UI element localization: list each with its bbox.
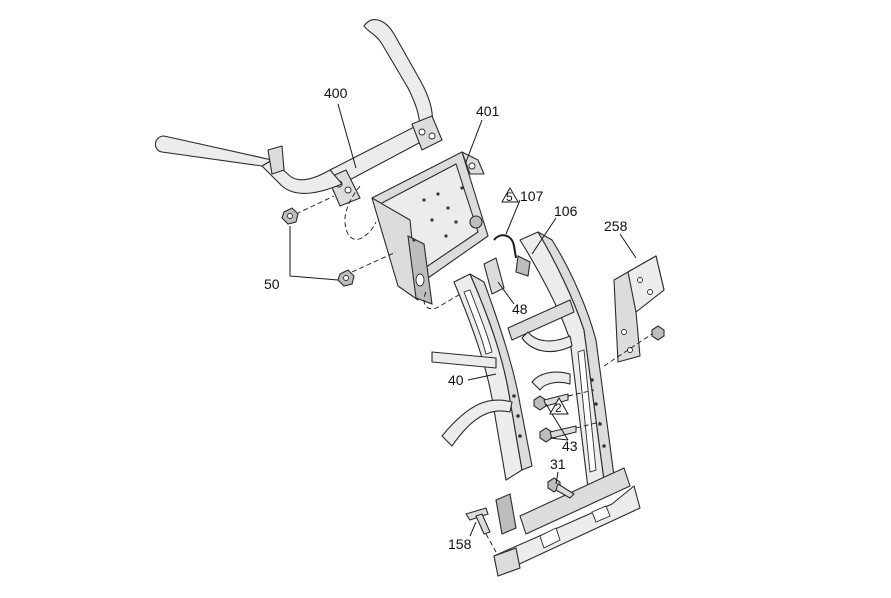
- assembly-line: [295, 195, 335, 215]
- callout-2: 2: [555, 401, 562, 415]
- nut-part: [651, 325, 665, 341]
- assembly-line: [344, 185, 377, 240]
- console-plate-part: [371, 151, 489, 305]
- bolt-part: [547, 477, 575, 499]
- callout-401: 401: [476, 103, 500, 119]
- callout-48: 48: [512, 301, 528, 317]
- callout-40: 40: [448, 372, 464, 388]
- callout-5: 5: [506, 190, 513, 204]
- bracket-loop-part: [521, 331, 573, 353]
- assembly-line: [567, 389, 595, 397]
- main-frame-part: [453, 231, 641, 577]
- callout-106: 106: [554, 203, 578, 219]
- rod-part: [431, 351, 497, 369]
- bolt-part: [281, 207, 355, 287]
- callout-50: 50: [264, 276, 280, 292]
- callout-43: 43: [562, 438, 578, 454]
- rod-part: [441, 399, 513, 447]
- callout-400: 400: [324, 85, 348, 101]
- callout-158: 158: [448, 536, 472, 552]
- bracket-loop-part: [531, 371, 571, 391]
- pad-part: [465, 493, 517, 535]
- handlebar-part: [154, 19, 443, 207]
- callout-31: 31: [550, 456, 566, 472]
- assembly-line: [351, 251, 397, 273]
- warning-triangle: [501, 186, 519, 203]
- assembly-line: [603, 333, 653, 367]
- callout-258: 258: [604, 218, 628, 234]
- leader-lines: [289, 103, 637, 537]
- assembly-line: [485, 533, 497, 553]
- assembly-line: [575, 421, 601, 429]
- cable-part: [493, 234, 531, 277]
- callout-107: 107: [520, 188, 544, 204]
- side-bracket-part: [613, 255, 665, 363]
- warning-triangle: [549, 396, 569, 415]
- assembly-line: [423, 285, 475, 310]
- switch-bracket-part: [483, 257, 505, 295]
